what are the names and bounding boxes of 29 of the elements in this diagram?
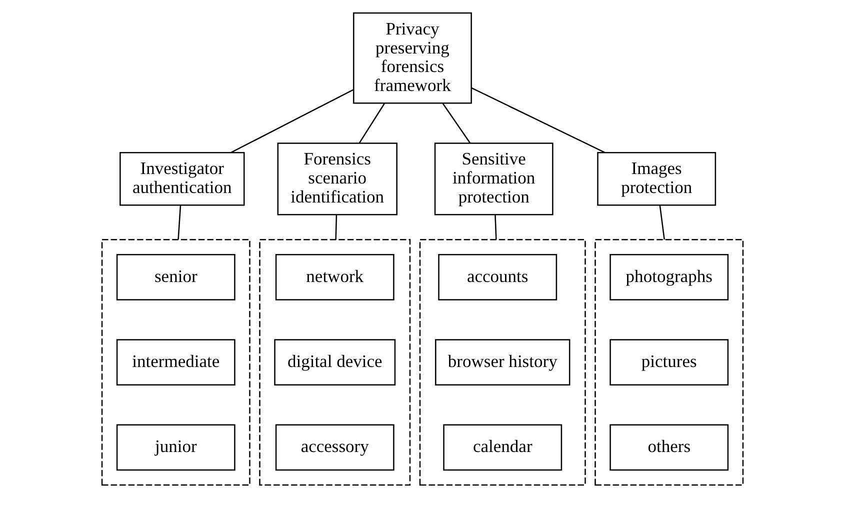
connector [358,103,385,144]
node-box: Investigator authentication [119,152,244,206]
node-box: intermediate [116,339,235,386]
connector [442,103,470,144]
node-box: Forensics scenario identification [276,142,397,216]
node-box: calendar [442,424,562,471]
cluster [100,238,250,486]
node-box: Sensitive information protection [434,142,553,216]
node-box: browser history [434,339,570,386]
node-box: pictures [609,339,728,386]
connector [334,214,337,240]
node-box: accounts [438,254,557,300]
cluster [594,238,744,486]
connector [177,205,181,240]
node-box: others [609,424,728,471]
node-box: Privacy preserving forensics framework [352,12,472,104]
cluster [418,238,586,486]
node-box: photographs [609,254,728,300]
node-box: senior [116,254,235,300]
node-box: junior [116,424,235,471]
node-box: Images protection [596,152,716,206]
node-box: network [274,254,394,300]
node-box: digital device [274,339,396,386]
connector [230,89,353,154]
connector [494,214,496,240]
node-box: accessory [274,424,394,471]
connector [658,205,664,240]
connector [470,87,604,154]
cluster [258,238,410,486]
